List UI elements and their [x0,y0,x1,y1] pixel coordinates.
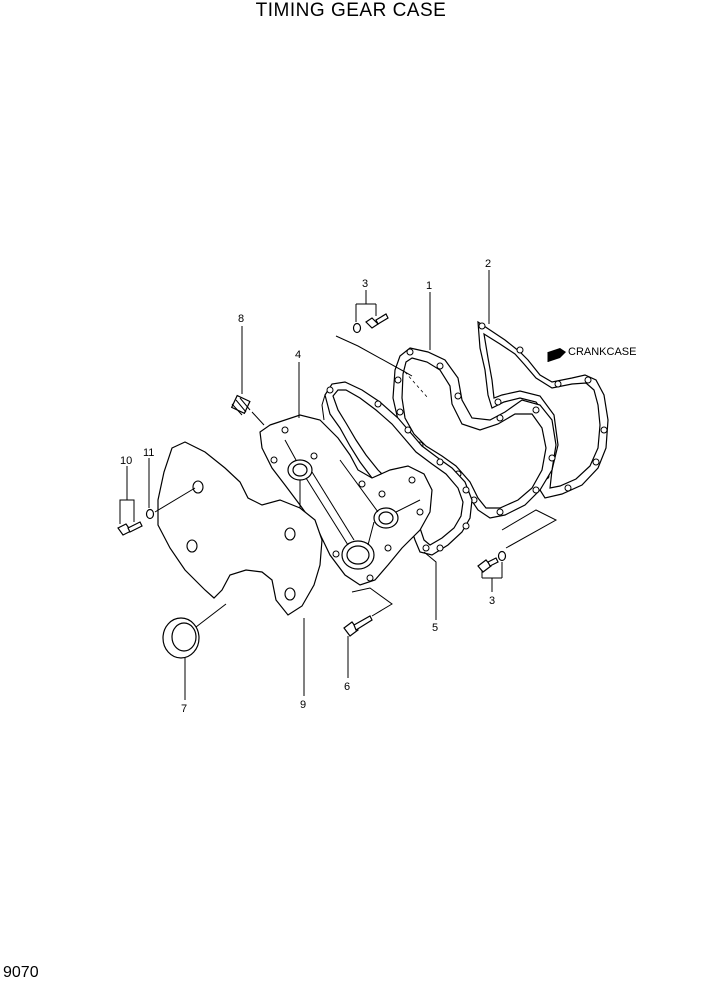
part-4-gear-case-housing [259,414,433,586]
leader-lines [119,270,558,700]
callout-labels: 1 2 3 3 4 5 6 7 8 9 10 11 [120,258,495,715]
callout-5: 5 [432,622,438,634]
callout-3-lower: 3 [489,595,495,607]
part-9-front-cover [157,441,323,616]
crankcase-label: CRANKCASE [568,346,636,358]
part-10-bolt [117,521,143,536]
part-7-oil-seal [162,603,227,659]
callout-1: 1 [426,280,432,292]
page-number: 9070 [3,964,39,981]
callout-10: 10 [120,455,132,467]
callout-6: 6 [344,681,350,693]
crankcase-arrow-icon [547,348,566,362]
part-1-cover-plate [392,347,557,519]
callout-9: 9 [300,699,306,711]
part-6-bolt [343,615,373,637]
part-3-bolt-lower [477,550,507,573]
callout-3-upper: 3 [362,278,368,290]
callout-8: 8 [238,313,244,325]
callout-7: 7 [181,703,187,715]
part-11-washer [145,508,155,520]
page-title: TIMING GEAR CASE [255,0,447,21]
callout-4: 4 [295,349,301,361]
callout-11: 11 [143,447,154,459]
part-3-bolt-upper [352,313,389,334]
part-8-plug [230,394,265,426]
callout-2: 2 [485,258,491,270]
